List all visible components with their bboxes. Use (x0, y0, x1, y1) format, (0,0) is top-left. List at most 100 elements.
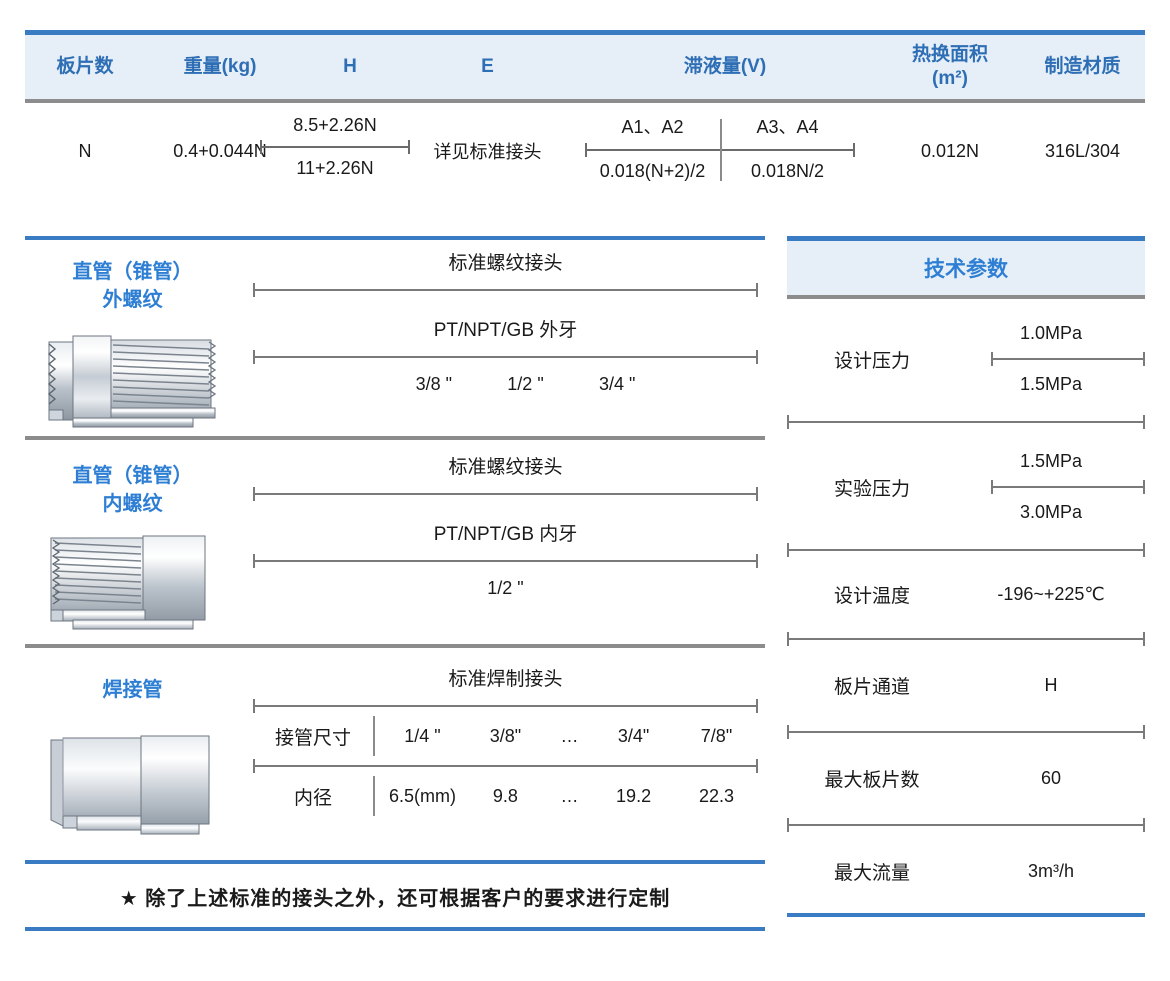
cell-plate-count: N (78, 140, 92, 161)
welded-size-3: 3/4" (617, 725, 650, 746)
tech-parameters-panel: 技术参数 设计压力 1.0MPa 1.5MPa (787, 236, 1146, 917)
tech-panel-top-rule (787, 236, 1145, 241)
welded-size-values: 1/4 " 3/8" … 3/4" 7/8" (381, 726, 758, 747)
tech-label-design-pressure: 设计压力 (833, 350, 910, 372)
column-header-heat-area: 热换面积 (m²) (880, 35, 1020, 99)
column-header-material: 制造材质 (1044, 56, 1121, 78)
column-header-weight: 重量(kg) (183, 56, 257, 78)
tech-row-separator-4 (787, 725, 1145, 739)
external-caption-thread-standard: PT/NPT/GB 外牙 (433, 320, 578, 341)
holdup-tick-right (853, 143, 855, 157)
test-pressure-tick-right (1143, 480, 1145, 494)
internal-bar2-tick-left (253, 554, 255, 568)
tech-value-max-plates: 60 (1040, 768, 1062, 788)
internal-thread-dimensions: 标准螺纹接头 PT/NPT/GB 内牙 1/2 " (253, 452, 758, 599)
section2-bottom-rule (25, 644, 765, 648)
connector-title-internal: 直管（锥管） 内螺纹 (25, 462, 240, 518)
footnote-bottom-rule (25, 927, 765, 931)
welded-bore-values: 6.5(mm) 9.8 … 19.2 22.3 (381, 786, 758, 807)
tech-value-test-pressure-range: 1.5MPa 3.0MPa (957, 451, 1146, 523)
internal-thread-fitting-illustration (43, 530, 218, 632)
connector-panel: 直管（锥管） 外螺纹 (25, 236, 765, 931)
welded-size-row-label: 接管尺寸 (274, 727, 351, 749)
tech-label-max-flow: 最大流量 (833, 863, 910, 884)
tech-label-design-temperature: 设计温度 (833, 586, 910, 607)
cell-e-value: 详见标准接头 (433, 142, 542, 162)
connector-title-external-line1: 直管（锥管） (72, 261, 193, 283)
external-dimension-bar-2 (253, 350, 758, 364)
external-size-0: 3/8 " (415, 374, 453, 394)
internal-size-list: 1/2 " (253, 578, 758, 599)
connector-title-internal-line2: 内螺纹 (102, 493, 163, 515)
tech-row-design-pressure: 设计压力 1.0MPa 1.5MPa (787, 323, 1146, 395)
separator4-tick-right (1143, 725, 1145, 739)
tech-label-plate-channel: 板片通道 (833, 677, 910, 698)
separator3-tick-left (787, 632, 789, 646)
internal-caption-thread-standard: PT/NPT/GB 内牙 (433, 524, 578, 545)
cell-heat-area: 0.012N (920, 140, 980, 161)
welded-bore-1: 9.8 (492, 785, 518, 806)
separator5-tick-left (787, 818, 789, 832)
welded-size-0: 1/4 " (404, 725, 441, 746)
cell-h-range: 8.5+2.26N 11+2.26N (260, 115, 410, 179)
column-header-heat-area-unit: (m²) (932, 68, 968, 89)
tech-value-design-pressure-min: 1.0MPa (1019, 323, 1083, 343)
column-header-heat-area-line1: 热换面积 (911, 44, 988, 66)
external-size-list: 3/8 " 1/2 " 3/4 " (253, 374, 758, 395)
h-range-tick-left (260, 140, 262, 154)
holdup-range-bar (585, 119, 855, 181)
welded-pipe-fitting-illustration (43, 728, 218, 838)
welded-bar2-tick-left (253, 759, 255, 773)
welded-bore-ellipsis: … (560, 785, 579, 806)
design-pressure-tick-left (990, 352, 993, 366)
cell-holdup-a3a4-formula: 0.018N/2 (750, 161, 825, 181)
tech-row-max-plates: 最大板片数 60 (787, 765, 1145, 792)
tech-parameters-title: 技术参数 (787, 241, 1145, 295)
cell-material: 316L/304 (1044, 140, 1121, 161)
welded-bore-row-label: 内径 (293, 787, 332, 809)
external-caption-standard-thread: 标准螺纹接头 (448, 253, 563, 274)
test-pressure-bar (957, 480, 1146, 494)
tech-row-separator-5 (787, 818, 1145, 832)
tech-label-max-plates: 最大板片数 (824, 770, 920, 791)
column-header-e: E (481, 56, 494, 78)
holdup-lower-labels: 0.018(N+2)/2 0.018N/2 (585, 161, 855, 182)
external-bar2-tick-left (253, 350, 255, 364)
connector-title-internal-line1: 直管（锥管） (72, 465, 193, 487)
external-bar1-tick-right (756, 283, 758, 297)
welded-bar1-tick-left (253, 699, 255, 713)
column-header-holdup: 滞液量(V) (683, 56, 767, 78)
tech-row-design-temperature: 设计温度 -196~+225℃ (787, 581, 1145, 608)
separator2-tick-left (787, 543, 789, 557)
cell-holdup-group: A1、A2 A3、A4 0.018(N+2)/2 0.018N/2 (585, 113, 855, 182)
welded-caption-standard-weld: 标准焊制接头 (448, 669, 563, 690)
tech-row-test-pressure: 实验压力 1.5MPa 3.0MPa (787, 451, 1146, 523)
tech-value-plate-channel: H (1044, 675, 1058, 695)
h-range-tick-right (408, 140, 410, 154)
welded-bore-3: 19.2 (616, 785, 652, 806)
connector-title-welded: 焊接管 (25, 676, 240, 704)
connector-title-external-line2: 外螺纹 (102, 289, 163, 311)
internal-size-0: 1/2 " (487, 578, 524, 598)
welded-bore-0: 6.5(mm) (388, 785, 456, 806)
tech-row-separator-3 (787, 632, 1145, 646)
connector-section-internal-thread: 直管（锥管） 内螺纹 (25, 440, 765, 648)
external-thread-dimensions: 标准螺纹接头 PT/NPT/GB 外牙 3/8 " 1/2 " 3/4 " (253, 248, 758, 395)
specification-table-header: 板片数 重量(kg) H E 滞液量(V) 热换面积 (m²) 制造材质 (25, 35, 1145, 99)
welded-pipe-size-row: 接管尺寸 1/4 " 3/8" … 3/4" 7/8" (253, 713, 758, 759)
tech-row-max-flow: 最大流量 3m³/h (787, 858, 1145, 885)
welded-bar1-tick-right (756, 699, 758, 713)
tech-row-separator-2 (787, 543, 1145, 557)
cell-holdup-a1a2-label: A1、A2 (621, 117, 684, 137)
connector-section-external-thread: 直管（锥管） 外螺纹 (25, 236, 765, 440)
connector-title-external: 直管（锥管） 外螺纹 (25, 258, 240, 314)
welded-bore-4: 22.3 (698, 785, 735, 806)
design-pressure-bar (957, 352, 1146, 366)
tech-label-test-pressure: 实验压力 (833, 478, 910, 500)
welded-size-4: 7/8" (700, 725, 733, 746)
tech-value-design-temperature: -196~+225℃ (997, 584, 1105, 604)
internal-bar1-tick-right (756, 487, 758, 501)
tech-panel-bottom-rule (787, 913, 1145, 917)
external-dimension-bar-1 (253, 283, 758, 297)
